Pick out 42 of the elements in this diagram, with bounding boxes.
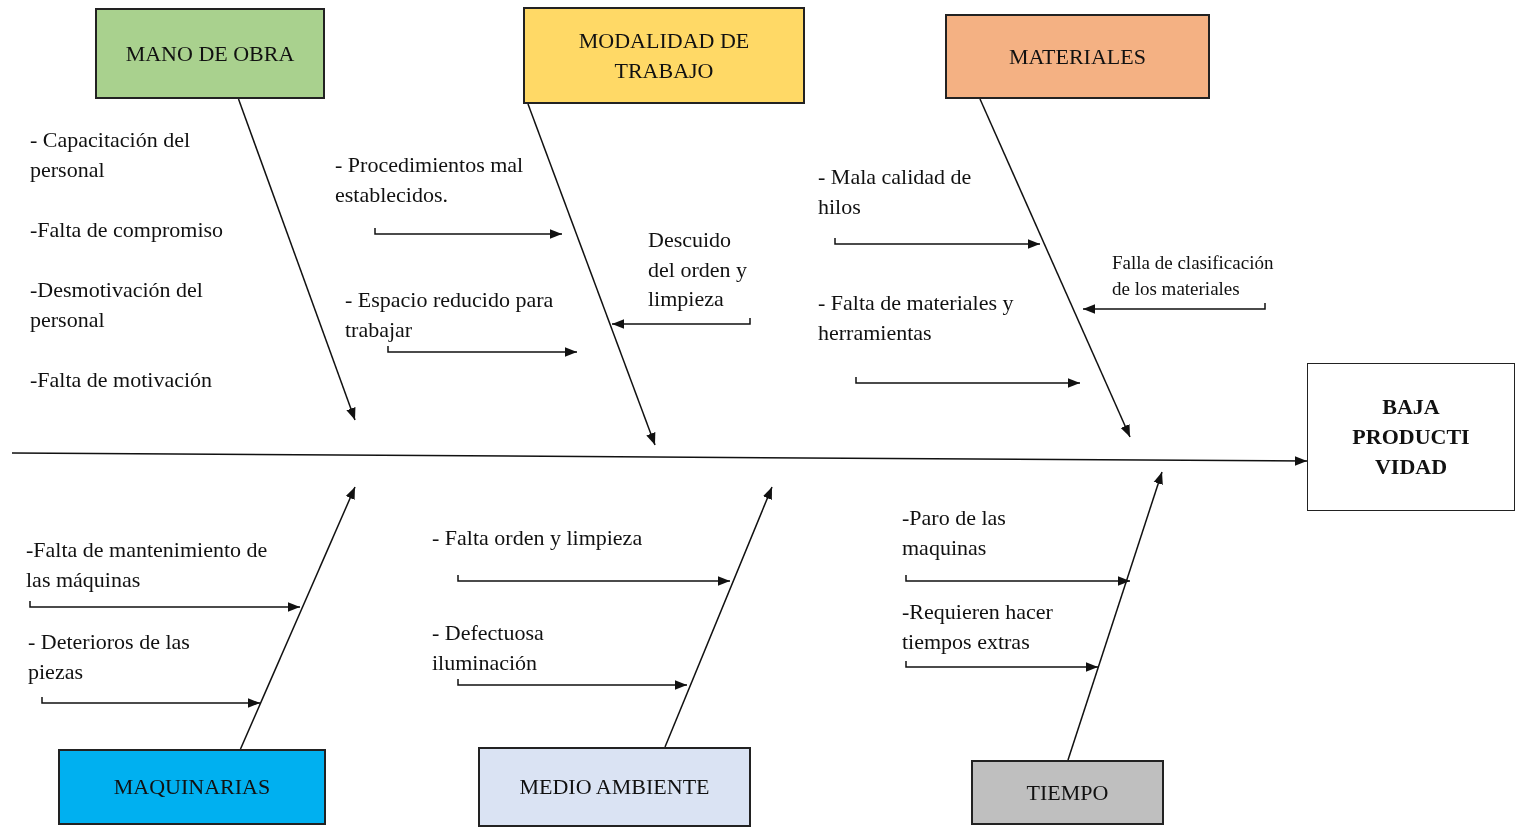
cause-text: Falla de clasificación de los materiales <box>1112 250 1290 303</box>
category-box: MODALIDAD DE TRABAJO <box>523 7 805 104</box>
cause-arrow <box>41 696 261 708</box>
cause-text: -Desmotivación del personal <box>30 276 204 334</box>
cause-text: -Falta de motivación <box>30 366 214 394</box>
spine-arrow <box>11 452 1308 466</box>
bone-arrow <box>239 486 356 750</box>
cause-arrow <box>457 574 731 586</box>
cause-text: -Falta de compromiso <box>30 216 225 244</box>
bone-arrow <box>979 98 1131 438</box>
cause-arrow <box>374 227 563 239</box>
effect-box: BAJA PRODUCTI VIDAD <box>1307 363 1515 511</box>
cause-text: - Falta orden y limpieza <box>432 523 682 575</box>
cause-arrow <box>834 237 1041 249</box>
cause-text: - Espacio reducido para trabajar <box>345 285 567 346</box>
cause-arrow <box>905 574 1131 586</box>
category-box: TIEMPO <box>971 760 1164 825</box>
bone-arrow <box>237 98 356 421</box>
bone-arrow <box>664 486 773 748</box>
cause-text: -Falta de mantenimiento de las máquinas <box>26 535 291 601</box>
category-box: MAQUINARIAS <box>58 749 326 825</box>
bone-arrow <box>1067 471 1163 761</box>
cause-arrow <box>387 345 578 357</box>
cause-arrow <box>905 660 1099 672</box>
cause-arrow <box>457 678 688 690</box>
category-box: MANO DE OBRA <box>95 8 325 99</box>
cause-arrow <box>1082 302 1266 314</box>
cause-arrow <box>29 600 301 612</box>
cause-text: - Mala calidad de hilos <box>818 162 1018 238</box>
category-box: MEDIO AMBIENTE <box>478 747 751 827</box>
cause-text: -Requieren hacer tiempos extras <box>902 597 1082 661</box>
cause-text: - Deterioros de las piezas <box>28 627 228 697</box>
cause-text: - Procedimientos mal establecidos. <box>335 150 550 228</box>
cause-text: - Falta de materiales y herramientas <box>818 288 1033 377</box>
cause-text: - Defectuosa iluminación <box>432 618 632 679</box>
cause-arrow <box>855 376 1081 388</box>
bone-arrow <box>527 103 656 446</box>
category-box: MATERIALES <box>945 14 1210 99</box>
cause-arrow <box>611 317 751 329</box>
cause-text: Descuido del orden y limpieza <box>648 225 750 318</box>
cause-text: -Paro de las maquinas <box>902 503 1072 575</box>
cause-text: - Capacitación del personal <box>30 126 192 184</box>
